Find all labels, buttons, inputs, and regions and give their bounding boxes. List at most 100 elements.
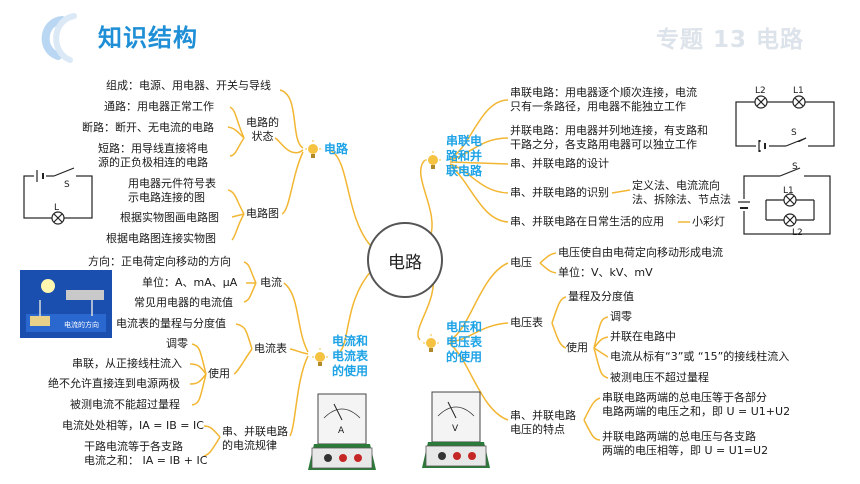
hub-line: 电压和 <box>446 320 483 334</box>
bulb-icon <box>423 334 439 352</box>
node-terminals: 电流从标有“3”或 “15”的接线柱流入 <box>610 350 790 363</box>
header-arc-decoration-2 <box>53 13 77 63</box>
ammeter-figure <box>308 393 376 470</box>
text-line: 并联电路：用电器并列地连接，有支路和 <box>510 124 708 137</box>
label-s-parallel: S <box>792 162 798 172</box>
bulb-icon <box>312 348 328 366</box>
node-current-law: 串、并联电路 的电流规律 <box>222 425 288 453</box>
node-voltmeter-range: 量程及分度值 <box>568 290 634 303</box>
label-line: 串、并联电路 <box>510 409 576 422</box>
node-parallel-circuit: 并联电路：用电器并列地连接，有支路和 干路之分，各支路用电器可以独立工作 <box>510 124 708 152</box>
hub-line: 电流和 <box>332 334 369 348</box>
hub-line: 联电路 <box>446 164 483 178</box>
text-line: 串联电路：用电器逐个顺次连接，电流 <box>510 86 697 99</box>
node-voltmeter-zero: 调零 <box>610 310 632 323</box>
text-line: 干路之分，各支路用电器可以独立工作 <box>510 138 697 151</box>
node-symbols: 用电器元件符号表 示电路连接的图 <box>128 177 216 205</box>
current-direction-photo <box>20 270 112 338</box>
photo-caption: 电流的方向 <box>64 321 99 329</box>
node-identify-methods: 定义法、电流流向 法、拆除法、节点法 <box>632 179 731 207</box>
label-l2: L2 <box>755 86 766 96</box>
node-series-in: 串联，从正接线柱流入 <box>72 357 182 370</box>
node-ammeter-range: 电流表的量程与分度值 <box>116 317 226 330</box>
node-voltage-law: 串、并联电路 电压的特点 <box>510 409 576 437</box>
hub-line: 电压表 <box>446 335 483 349</box>
text-line: 电路两端的电压之和，即 U = U1+U2 <box>602 405 791 418</box>
node-parallel-voltage-law: 并联电路两端的总电压与各支路 两端的电压相等，即 U = U1=U2 <box>602 430 768 458</box>
text-line: 示电路连接的图 <box>128 191 205 204</box>
label-s-simple: S <box>64 180 70 190</box>
bulb-icon <box>305 140 321 158</box>
node-current: 电流 <box>260 276 282 289</box>
hub-line: 的使用 <box>446 350 483 364</box>
node-identify: 串、并联电路的识别 <box>510 186 609 199</box>
hub-voltage: 电压和 电压表 的使用 <box>446 320 482 365</box>
battery-gap <box>756 142 769 150</box>
label-line: 的电流规律 <box>222 439 277 452</box>
node-voltmeter-use: 使用 <box>566 341 588 354</box>
node-voltage-units: 单位：V、kV、mV <box>558 266 653 279</box>
label-s: S <box>791 128 797 138</box>
parallel-circuit-figure <box>743 175 831 235</box>
label-l1: L1 <box>793 86 804 96</box>
node-voltage-no-exceed: 被测电压不超过量程 <box>610 371 709 384</box>
label-l2-parallel: L2 <box>792 228 803 238</box>
series-circuit-figure <box>735 95 835 152</box>
node-series-voltage-law: 串联电路两端的总电压等于各部分 电路两端的电压之和，即 U = U1+U2 <box>602 391 790 419</box>
header-arc-decoration <box>41 16 66 60</box>
topic-label: 专题 13 电路 <box>656 27 805 53</box>
text-line: 短路：用导线直接将电 <box>98 142 208 155</box>
switch-gap <box>786 142 808 148</box>
hub-line: 路和并 <box>446 149 483 163</box>
text-line: 电流之和： IA = IB + IC <box>84 454 208 467</box>
center-node: 电路 <box>367 222 443 298</box>
simple-circuit-figure <box>23 175 93 225</box>
voltmeter-figure <box>422 391 490 468</box>
node-circuit-states: 电路的 状态 <box>246 116 279 144</box>
hub-line: 串联电 <box>446 134 483 148</box>
label-line: 电路的 <box>246 116 279 129</box>
label-line: 状态 <box>251 130 274 143</box>
node-current-units: 单位：A、mA、μA <box>142 276 238 289</box>
hub-line: 电流表 <box>332 349 369 363</box>
node-voltage-cause: 电压使自由电荷定向移动形成电流 <box>558 246 723 259</box>
label-l-simple: L <box>54 203 60 213</box>
node-parallel-current-law: 干路电流等于各支路 电流之和： IA = IB + IC <box>84 440 207 468</box>
node-circuit-diagram: 电路图 <box>246 207 279 220</box>
label-line: 电压的特点 <box>510 423 565 436</box>
node-draw-from-object: 根据实物图画电路图 <box>120 211 219 224</box>
text-line: 并联电路两端的总电压与各支路 <box>602 430 756 443</box>
node-short-circuit: 短路：用导线直接将电 源的正负极相连的电路 <box>98 142 208 170</box>
hub-current: 电流和 电流表 的使用 <box>332 334 368 379</box>
text-line: 两端的电压相等，即 U = U1=U2 <box>602 444 769 457</box>
label-line: 串、并联电路 <box>222 425 288 438</box>
hub-series-parallel: 串联电 路和并 联电路 <box>446 134 482 179</box>
node-voltage: 电压 <box>510 256 532 269</box>
node-ammeter-use: 使用 <box>208 367 230 380</box>
page-title: 知识结构 <box>98 24 198 52</box>
label-l1-parallel: L1 <box>783 186 794 196</box>
node-series-circuit: 串联电路：用电器逐个顺次连接，电流 只有一条路径，用电器不能独立工作 <box>510 86 697 114</box>
text-line: 源的正负极相连的电路 <box>98 156 208 169</box>
node-connect-from-diagram: 根据电路图连接实物图 <box>106 232 216 245</box>
hub-line: 的使用 <box>332 364 369 378</box>
node-design: 串、并联电路的设计 <box>510 157 609 170</box>
text-line: 定义法、电流流向 <box>632 179 720 192</box>
voltmeter-letter: V <box>452 424 459 434</box>
ammeter-letter: A <box>338 426 345 436</box>
node-series-current-law: 电流处处相等，IA = IB = IC <box>62 419 204 432</box>
text-line: 串联电路两端的总电压等于各部分 <box>602 391 767 404</box>
node-application: 串、并联电路在日常生活的应用 <box>510 215 664 228</box>
node-current-direction: 方向：正电荷定向移动的方向 <box>88 255 231 268</box>
bulb-icon <box>425 151 441 169</box>
node-no-exceed: 被测电流不能超过量程 <box>70 398 180 411</box>
node-composition: 组成：电源、用电器、开关与导线 <box>106 79 271 92</box>
node-zero: 调零 <box>166 337 188 350</box>
node-parallel-in: 并联在电路中 <box>610 330 676 343</box>
text-line: 法、拆除法、节点法 <box>632 193 731 206</box>
node-ammeter: 电流表 <box>254 342 287 355</box>
switch-blade <box>785 137 807 147</box>
node-string-lights: 小彩灯 <box>692 215 725 228</box>
